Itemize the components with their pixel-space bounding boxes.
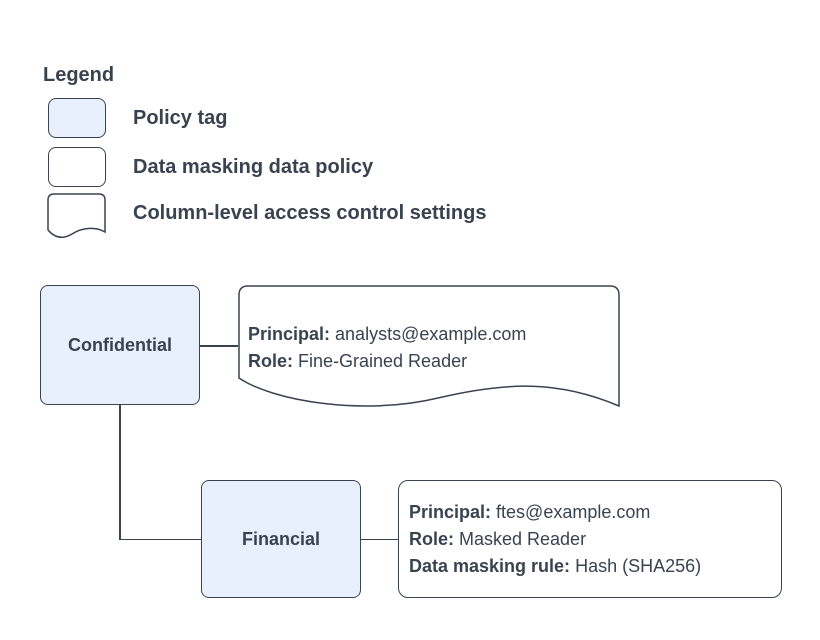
financial-label: Financial [241, 528, 321, 549]
connector-confidential-to-settings [200, 345, 238, 347]
document-shape-icon [47, 193, 106, 238]
policy-principal-line: Principal: ftes@example.com [409, 501, 651, 522]
financial-policy-tag: Financial [201, 480, 361, 598]
legend-policy-tag-swatch [48, 98, 106, 138]
confidential-label: Confidential [68, 334, 172, 355]
policy-role-line: Role: Masked Reader [409, 528, 587, 549]
legend-title: Legend [43, 64, 115, 86]
confidential-access-settings-text: Principal: analysts@example.com Role: Fi… [248, 321, 526, 375]
connector-financial-to-policy [361, 538, 398, 540]
connector-to-financial [119, 538, 202, 540]
legend-column-access-document-swatch [47, 193, 106, 241]
policy-masking-rule-line: Data masking rule: Hash (SHA256) [409, 555, 702, 576]
legend-data-masking-policy-label: Data masking data policy [133, 156, 374, 178]
settings-principal-line: Principal: analysts@example.com [248, 324, 527, 344]
settings-role-line: Role: Fine-Grained Reader [248, 351, 468, 371]
legend-column-access-label: Column-level access control settings [133, 202, 487, 224]
connector-confidential-down [119, 405, 121, 540]
confidential-policy-tag: Confidential [40, 285, 200, 405]
confidential-access-settings-document [238, 285, 620, 419]
financial-masking-policy-box: Principal: ftes@example.com Role: Masked… [398, 480, 782, 598]
legend-data-masking-policy-swatch [48, 147, 106, 187]
legend-policy-tag-label: Policy tag [133, 107, 228, 129]
document-shape [238, 285, 620, 408]
